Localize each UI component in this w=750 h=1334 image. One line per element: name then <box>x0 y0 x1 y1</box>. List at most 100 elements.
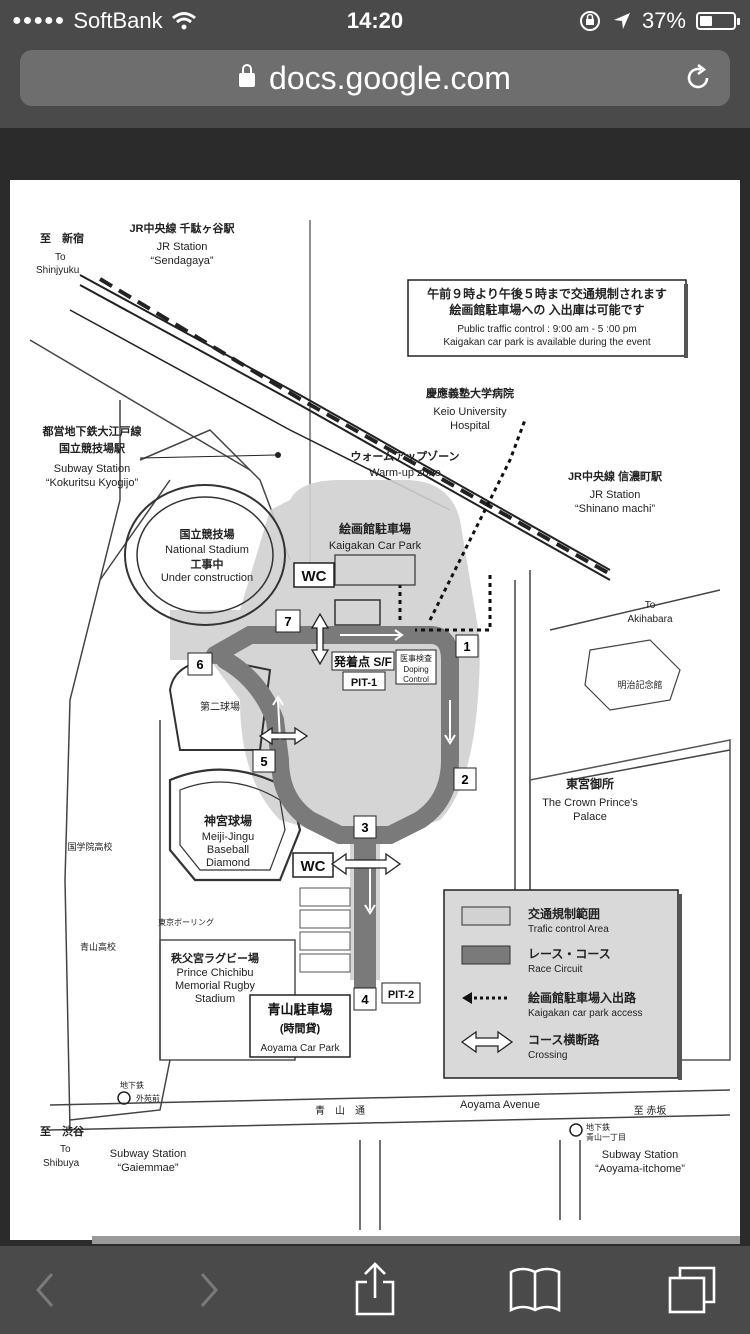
notice-en-line1: Public traffic control : 9:00 am - 5 :00… <box>457 324 636 335</box>
document-page: 午前９時より午後５時まで交通規制されます 絵画館駐車場への 入出庫は可能です P… <box>10 180 740 1240</box>
shinano-station-en1: JR Station <box>590 489 641 501</box>
status-time: 14:20 <box>346 8 404 33</box>
wc-south: WC <box>292 852 334 878</box>
browser-toolbar <box>0 1246 750 1334</box>
itchome-jp2: 青山一丁目 <box>586 1132 626 1142</box>
orientation-lock-icon <box>579 11 600 31</box>
gaiemmae-jp2: 外苑前 <box>136 1093 160 1103</box>
back-button[interactable] <box>12 1260 76 1320</box>
rugby-stadium-en1: Prince Chichibu <box>176 967 253 979</box>
point-markers: 1 2 3 4 5 6 7 <box>187 609 479 1011</box>
warmup-zone-jp: ウォームアップゾーン <box>350 449 459 463</box>
meiji-kinenkan-building <box>584 639 681 711</box>
battery-percent: 37% <box>641 8 686 33</box>
status-right: 37% <box>578 8 740 34</box>
legend-crossing-jp: コース横断路 <box>528 1032 600 1047</box>
share-button[interactable] <box>343 1260 407 1320</box>
aoyama-car-park-jp1: 青山駐車場 <box>267 1002 332 1017</box>
legend-access-jp: 絵画館駐車場入出路 <box>528 990 637 1005</box>
crown-palace-en2: Palace <box>573 811 607 823</box>
aoyama-avenue-en: Aoyama Avenue <box>460 1099 540 1111</box>
point-4: 4 <box>361 992 369 1007</box>
sendagaya-station-jp: JR中央線 千駄ヶ谷駅 <box>129 221 234 235</box>
aoyama-car-park-jp2: (時間貸) <box>280 1021 321 1035</box>
gaiemmae-subway-icon <box>117 1091 131 1105</box>
kokugakuin-label: 国学院高校 <box>67 841 112 852</box>
wc-north-label: WC <box>302 568 327 585</box>
shinano-station-en2: “Shinano machi” <box>575 503 655 515</box>
gaiemmae-en2: “Gaiemmae” <box>117 1162 178 1174</box>
to-shinjuku-en2: Shinjyuku <box>36 265 79 276</box>
doping-control: 医事検査 Doping Control <box>395 649 437 685</box>
status-left: ●●●●● SoftBank <box>12 8 197 34</box>
tennis-courts <box>299 887 351 973</box>
notice-jp-line2: 絵画館駐車場への 入出庫は可能です <box>449 302 644 317</box>
legend-crossing-en: Crossing <box>528 1050 567 1061</box>
to-shibuya-jp: 至 渋谷 <box>40 1124 85 1138</box>
carrier-name: SoftBank <box>73 8 163 33</box>
crown-palace-jp: 東宮御所 <box>566 776 614 791</box>
traffic-notice-box: 午前９時より午後５時まで交通規制されます 絵画館駐車場への 入出庫は可能です P… <box>407 279 688 358</box>
under-construction-jp: 工事中 <box>191 557 224 571</box>
jingu-stadium-en2: Baseball <box>207 844 249 856</box>
wc-north: WC <box>293 562 335 588</box>
status-bar: ●●●●● SoftBank 14:20 37% <box>0 0 750 40</box>
national-stadium-jp: 国立競技場 <box>180 527 235 541</box>
legend-traffic-en: Trafic control Area <box>528 924 609 935</box>
oedo-station-en1: Subway Station <box>54 463 130 475</box>
to-shibuya-en2: Shibuya <box>43 1158 80 1169</box>
oedo-pointer-line <box>139 454 276 459</box>
shinano-station-jp: JR中央線 信濃町駅 <box>568 469 662 483</box>
doping-control-en2: Control <box>403 675 429 684</box>
pit-2: PIT-2 <box>381 982 421 1004</box>
tabs-button[interactable] <box>660 1260 724 1320</box>
legend-race-en: Race Circuit <box>528 964 583 975</box>
kaigakan-building <box>334 554 416 626</box>
doping-control-jp: 医事検査 <box>400 653 432 663</box>
sendagaya-station-en2: “Sendagaya” <box>151 255 214 267</box>
legend-race-jp: レース・コース <box>528 947 611 961</box>
national-stadium <box>124 484 286 626</box>
gaiemmae-en1: Subway Station <box>110 1148 186 1160</box>
document-viewport[interactable]: 午前９時より午後５時まで交通規制されます 絵画館駐車場への 入出庫は可能です P… <box>0 128 750 1246</box>
to-akihabara-en1: To <box>645 600 656 611</box>
under-construction-en: Under construction <box>161 572 253 584</box>
kaigakan-access-route <box>398 419 527 632</box>
horizontal-scrollbar[interactable] <box>92 1236 740 1244</box>
itchome-en1: Subway Station <box>602 1149 678 1161</box>
aoyama-car-park-en: Aoyama Car Park <box>261 1043 341 1054</box>
legend-access-en: Kaigakan car park access <box>528 1008 643 1019</box>
address-bar[interactable]: docs.google.com <box>20 50 730 106</box>
meiji-kinenkan-label: 明治記念館 <box>617 679 662 690</box>
pit-1-label: PIT-1 <box>351 677 377 689</box>
crossing-markers <box>258 612 402 876</box>
race-course-map: 午前９時より午後５時まで交通規制されます 絵画館駐車場への 入出庫は可能です P… <box>29 220 731 1230</box>
reload-icon[interactable] <box>682 62 714 94</box>
national-stadium-en: National Stadium <box>165 544 249 556</box>
battery-level <box>700 16 712 26</box>
point-6: 6 <box>196 657 203 672</box>
street-network <box>29 339 731 1230</box>
pit-1: PIT-1 <box>342 671 386 691</box>
itchome-en2: “Aoyama-itchome” <box>595 1163 685 1175</box>
bookmarks-button[interactable] <box>503 1260 567 1320</box>
doping-control-en1: Doping <box>403 665 428 674</box>
aoyama-hs-label: 青山高校 <box>80 941 116 952</box>
to-shinjuku-jp: 至 新宿 <box>40 231 84 245</box>
wifi-icon <box>171 12 196 30</box>
url-text: docs.google.com <box>269 59 511 96</box>
point-3: 3 <box>361 820 368 835</box>
oedo-station-jp2: 国立競技場駅 <box>59 441 125 455</box>
forward-button[interactable] <box>178 1260 242 1320</box>
point-1: 1 <box>463 639 470 654</box>
wc-south-label: WC <box>301 858 326 875</box>
rugby-stadium-en3: Stadium <box>195 993 235 1005</box>
jingu-stadium-jp: 神宮球場 <box>204 813 252 828</box>
oedo-station-en2: “Kokuritsu Kyogijo” <box>46 477 139 489</box>
notice-en-line2: Kaigakan car park is available during th… <box>443 337 651 348</box>
warmup-zone-en: Warm-up zone <box>369 467 441 479</box>
jingu-stadium-en1: Meiji-Jingu <box>202 831 255 843</box>
kaigakan-car-park-jp: 絵画館駐車場 <box>339 521 411 536</box>
point-2: 2 <box>461 772 468 787</box>
point-5: 5 <box>260 754 267 769</box>
